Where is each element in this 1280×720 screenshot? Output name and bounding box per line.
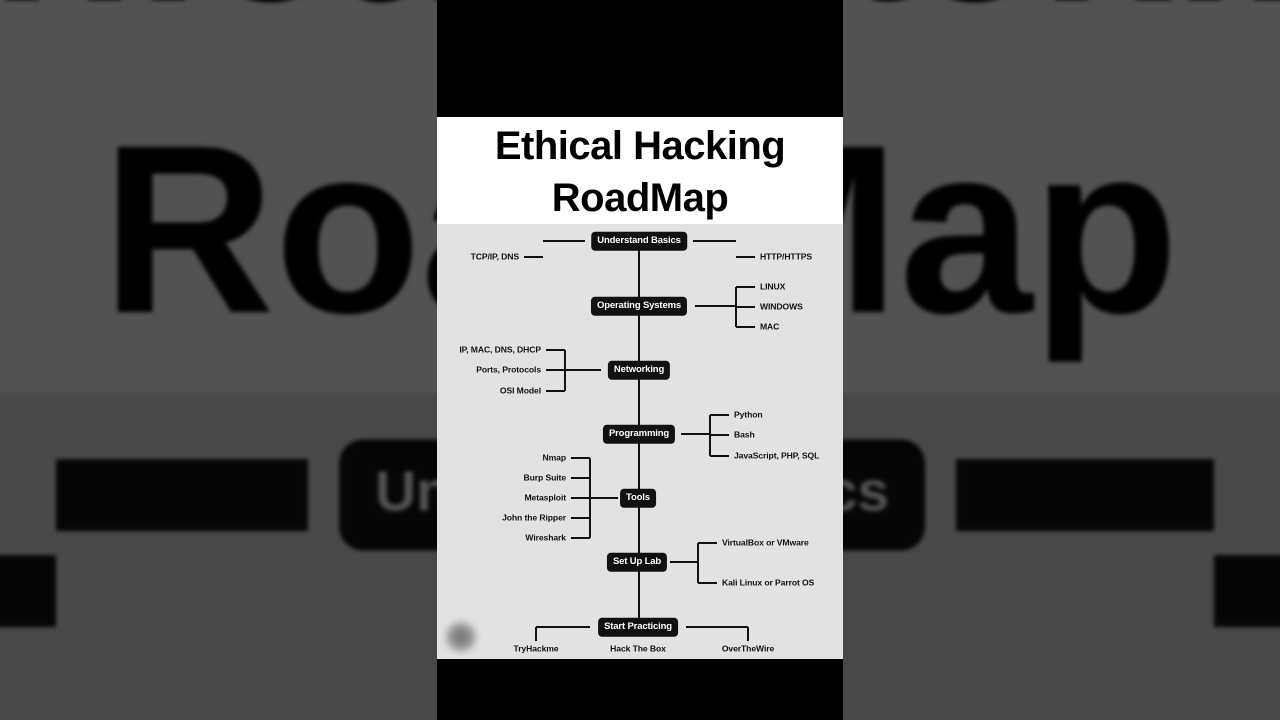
leaf-label: John the Ripper [502, 512, 566, 523]
understand-basics-left-stub [56, 459, 308, 531]
understand-basics-left-leaf-line [0, 555, 56, 627]
understand-basics-left-stub [543, 240, 585, 242]
leaf-label: Ports, Protocols [476, 364, 541, 375]
leaf-label: VirtualBox or VMware [722, 537, 809, 548]
leaf-label: TryHackme [513, 643, 559, 654]
networking-left-stub [565, 369, 601, 371]
node-start-practicing[interactable]: Start Practicing [598, 617, 678, 637]
tools-left-leaf-line [571, 457, 590, 459]
start-practicing-below-bus-left [536, 626, 590, 628]
leaf-label: WINDOWS [760, 301, 803, 312]
node-networking[interactable]: Networking [607, 360, 671, 380]
leaf-label: Hack The Box [610, 643, 666, 654]
set-up-lab-right-stub [670, 561, 698, 563]
programming-right-leaf-line [710, 455, 729, 457]
leaf-label: LINUX [760, 281, 786, 292]
page-title-line-1: Ethical Hacking [494, 123, 786, 168]
leaf-label: Python [734, 409, 763, 420]
start-practicing-below-bus-right [686, 626, 748, 628]
tools-left-leaf-line [571, 477, 590, 479]
programming-right-leaf-line [710, 434, 729, 436]
leaf-label: OverTheWire [721, 643, 775, 654]
leaf-label: Bash [734, 429, 755, 440]
networking-left-bus [564, 350, 566, 391]
node-operating-systems[interactable]: Operating Systems [590, 296, 688, 316]
tools-left-leaf-line [571, 497, 590, 499]
leaf-label: HTTP/HTTPS [760, 251, 812, 262]
leaf-label: MAC [760, 321, 780, 332]
tools-left-leaf-line [571, 517, 590, 519]
page-title-line-2: RoadMap [551, 175, 729, 220]
leaf-label: OSI Model [499, 385, 541, 396]
leaf-label: JavaScript, PHP, SQL [734, 450, 820, 461]
leaf-label: Nmap [542, 452, 567, 463]
set-up-lab-right-leaf-line [698, 542, 717, 544]
tools-left-leaf-line [571, 537, 590, 539]
node-set-up-lab[interactable]: Set Up Lab [606, 552, 668, 572]
operating-systems-right-leaf-line [736, 286, 755, 288]
understand-basics-right-stub [693, 240, 736, 242]
networking-left-leaf-line [546, 349, 565, 351]
leaf-label: Metasploit [524, 492, 567, 503]
node-understand-basics[interactable]: Understand Basics [591, 231, 687, 251]
leaf-label: Burp Suite [523, 472, 567, 483]
watermark-blob [443, 620, 479, 654]
understand-basics-right-leaf-line [736, 256, 755, 258]
set-up-lab-right-leaf-line [698, 582, 717, 584]
start-practicing-below-drop [747, 627, 749, 641]
networking-left-leaf-line [546, 390, 565, 392]
set-up-lab-right-bus [697, 543, 699, 583]
video-frame: Ethical Hacking RoadMap TCP/IP, DNS HTTP/… [437, 0, 843, 720]
operating-systems-right-leaf-line [736, 306, 755, 308]
programming-right-leaf-line [710, 414, 729, 416]
tools-left-stub [590, 497, 618, 499]
leaf-label: IP, MAC, DNS, DHCP [459, 344, 541, 355]
understand-basics-right-stub [956, 459, 1214, 531]
leaf-label: TCP/IP, DNS [470, 251, 520, 262]
leaf-label: Wireshark [525, 532, 566, 543]
operating-systems-right-leaf-line [736, 326, 755, 328]
leaf-label: Kali Linux or Parrot OS [722, 577, 815, 588]
tools-left-bus [589, 458, 591, 538]
understand-basics-right-leaf-line [1214, 555, 1280, 627]
networking-left-leaf-line [546, 369, 565, 371]
operating-systems-right-stub [695, 305, 736, 307]
understand-basics-left-leaf-line [524, 256, 543, 258]
start-practicing-below-drop [535, 627, 537, 641]
node-programming[interactable]: Programming [602, 424, 676, 444]
title-bar: Ethical Hacking RoadMap [437, 117, 843, 224]
poster: Ethical Hacking RoadMap TCP/IP, DNS HTTP/… [437, 117, 843, 659]
node-tools[interactable]: Tools [620, 488, 656, 508]
programming-right-stub [681, 433, 710, 435]
